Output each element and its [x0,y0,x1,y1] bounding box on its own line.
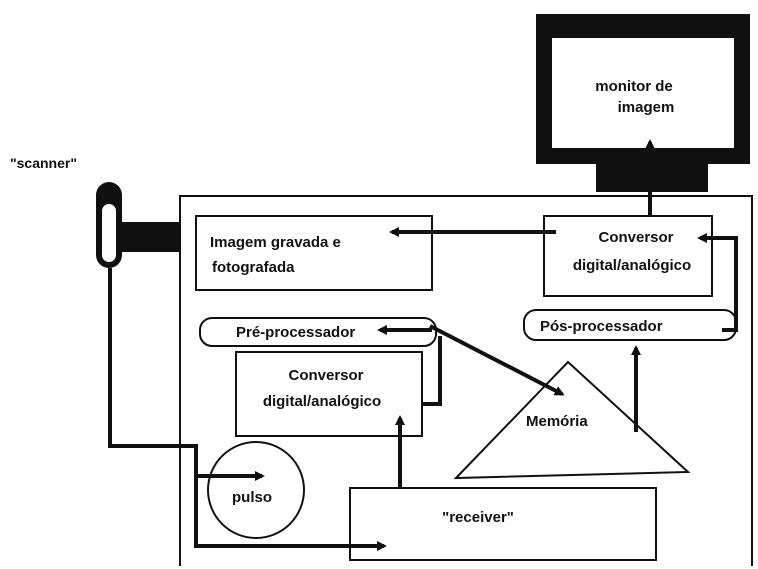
converter-top-label-line2: digital/analógico [573,257,691,274]
memory-block: Memória [453,360,691,480]
receiver-box [349,487,657,561]
converter-mid-label-line1: Conversor [288,367,363,384]
post-processor-block: Pós-processador [523,309,737,341]
system-enclosure [179,195,753,566]
converter-mid-box [235,351,423,437]
monitor: monitor de imagem [536,14,750,192]
receiver-block: "receiver" [349,487,657,561]
scanner-label: "scanner" [10,155,77,171]
pre-processor-label: Pré-processador [236,324,355,341]
recorded-image-label-line2: fotografada [212,259,295,276]
pulse-label: pulso [232,489,272,506]
converter-mid-label-line2: digital/analógico [263,393,381,410]
scanner-to-receiver-line [194,476,387,551]
pulse-circle [207,441,305,539]
postprocessor-to-converter-line [697,233,738,332]
converter-top-block: Conversor digital/analógico [543,215,713,297]
pulse-block: pulso [207,441,305,539]
preprocessor-to-memory-arrow [429,324,565,396]
receiver-label: "receiver" [442,509,514,526]
monitor-label-line2: imagem [618,99,675,116]
recorded-image-box [195,215,433,291]
connections [108,139,738,551]
monitor-screen [552,38,734,148]
probe-cable [122,222,180,252]
memory-triangle [453,360,691,480]
monitor-label-line1: monitor de [595,78,673,95]
probe-window [102,204,116,262]
scanner-to-pulse-line [108,268,265,481]
scanner-probe: "scanner" [10,155,180,268]
post-processor-label: Pós-processador [540,318,663,335]
memory-label: Memória [526,413,588,430]
converter-top-label-line1: Conversor [598,229,673,246]
converter-to-preprocessor-line [422,336,442,406]
recorded-image-label-line1: Imagem gravada e [210,234,341,251]
converter-mid-block: Conversor digital/analógico [235,351,423,437]
recorded-image-block: Imagem gravada e fotografada [195,215,433,291]
converter-top-box [543,215,713,297]
